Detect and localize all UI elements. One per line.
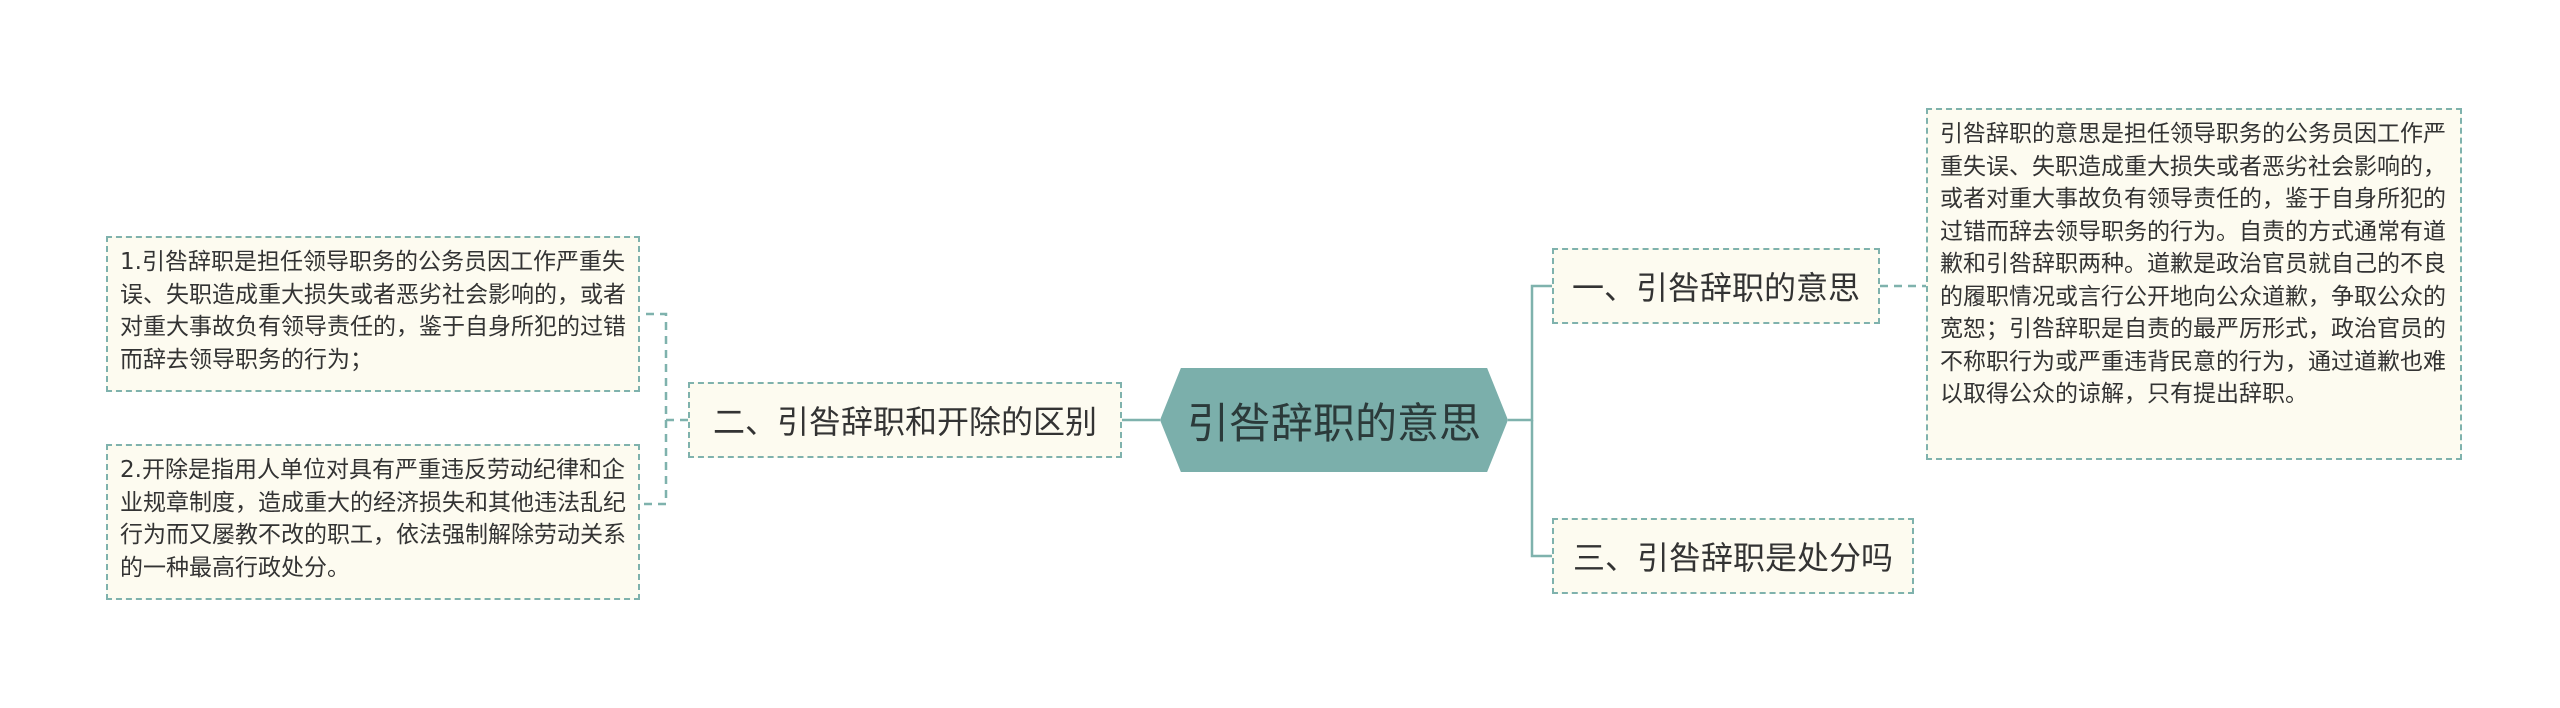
connector-root-branch-3: [1530, 420, 1552, 558]
branch-meaning[interactable]: 一、引咎辞职的意思: [1552, 248, 1880, 324]
connector-root-branch-1: [1508, 284, 1552, 422]
leaf-resignation-definition-text: 1.引咎辞职是担任领导职务的公务员因工作严重失误、失职造成重大损失或者恶劣社会影…: [120, 249, 626, 373]
branch-punishment-label: 三、引咎辞职是处分吗: [1572, 539, 1893, 577]
leaf-dismissal-definition[interactable]: 2.开除是指用人单位对具有严重违反劳动纪律和企业规章制度，造成重大的经济损失和其…: [106, 444, 640, 600]
leaf-meaning-detail[interactable]: 引咎辞职的意思是担任领导职务的公务员因工作严重失误、失职造成重大损失或者恶劣社会…: [1926, 108, 2462, 460]
leaf-meaning-detail-text: 引咎辞职的意思是担任领导职务的公务员因工作严重失误、失职造成重大损失或者恶劣社会…: [1940, 121, 2446, 407]
leaf-dismissal-definition-text: 2.开除是指用人单位对具有严重违反劳动纪律和企业规章制度，造成重大的经济损失和其…: [120, 457, 626, 581]
branch-difference-label: 二、引咎辞职和开除的区别: [712, 403, 1097, 441]
branch-meaning-label: 一、引咎辞职的意思: [1571, 269, 1860, 307]
root-topic-label: 引咎辞职的意思: [1186, 398, 1481, 448]
branch-punishment[interactable]: 三、引咎辞职是处分吗: [1552, 518, 1914, 594]
connector-branch-2-leaves: [640, 312, 688, 506]
root-topic[interactable]: 引咎辞职的意思: [1160, 368, 1508, 472]
branch-difference[interactable]: 二、引咎辞职和开除的区别: [688, 382, 1122, 458]
leaf-resignation-definition[interactable]: 1.引咎辞职是担任领导职务的公务员因工作严重失误、失职造成重大损失或者恶劣社会影…: [106, 236, 640, 392]
